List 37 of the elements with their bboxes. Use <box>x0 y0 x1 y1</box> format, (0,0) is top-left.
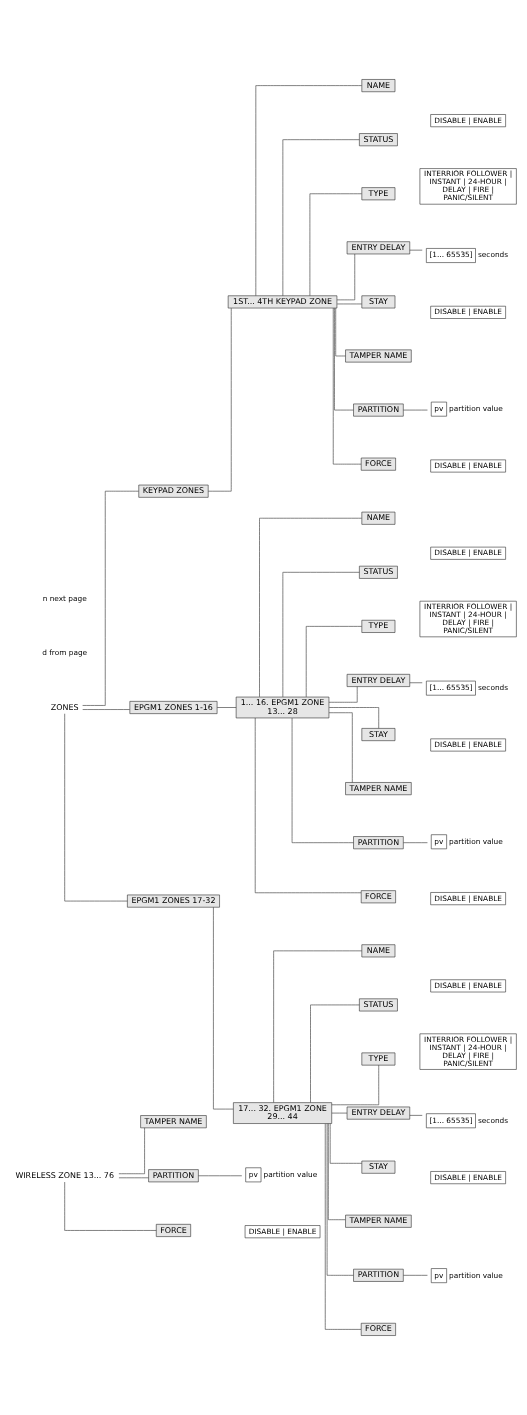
connector <box>336 303 363 305</box>
connector <box>198 1175 243 1177</box>
connector <box>207 307 232 492</box>
connector <box>309 193 362 296</box>
connector <box>310 1004 360 1103</box>
connector <box>282 572 360 698</box>
connector <box>335 307 346 357</box>
connector <box>336 253 356 301</box>
connector <box>118 1127 145 1175</box>
connector <box>291 717 354 843</box>
connector <box>328 686 358 703</box>
connector <box>64 713 128 902</box>
connector <box>328 707 380 729</box>
connector <box>273 950 363 1103</box>
connector <box>332 307 362 465</box>
connector <box>64 1181 157 1231</box>
connector <box>331 1064 380 1106</box>
connector <box>282 139 360 297</box>
connector <box>213 907 234 1110</box>
connector <box>305 626 362 698</box>
connector <box>255 85 362 296</box>
connector <box>409 1115 423 1116</box>
connector <box>118 1177 149 1179</box>
connector <box>403 409 428 411</box>
connector <box>254 717 362 894</box>
connector <box>334 307 354 411</box>
connector <box>216 707 237 708</box>
connector <box>82 490 139 706</box>
connector <box>403 1275 428 1276</box>
connector <box>328 712 353 783</box>
connector <box>329 1123 363 1164</box>
connector <box>328 1123 346 1220</box>
connector <box>324 1123 362 1330</box>
connector <box>259 517 362 698</box>
connector <box>403 842 428 843</box>
connector <box>82 709 130 710</box>
connector <box>326 1123 354 1276</box>
